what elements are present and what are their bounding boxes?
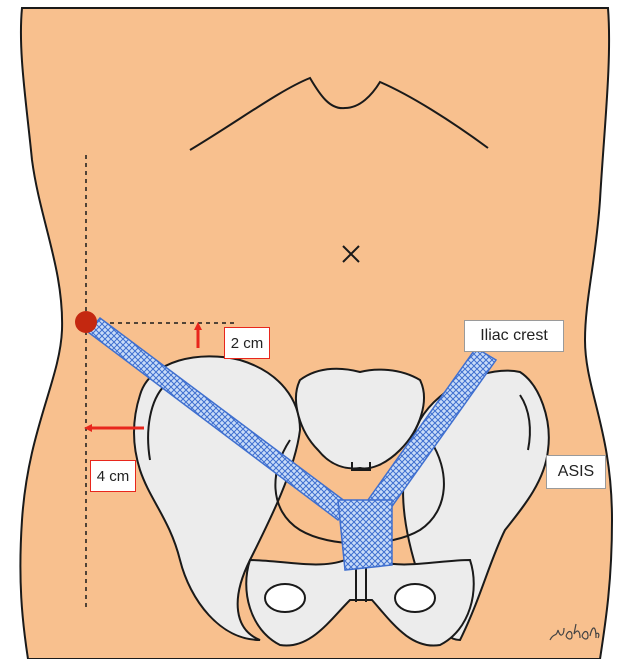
mesh-central-body [338, 500, 392, 570]
artist-signature [546, 610, 602, 650]
port-site-dot [75, 311, 97, 333]
iliac-crest-label: Iliac crest [464, 320, 564, 352]
distance-label-2cm: 2 cm [224, 327, 270, 359]
obturator-foramen-left [395, 584, 435, 612]
distance-label-4cm: 4 cm [90, 460, 136, 492]
obturator-foramen-right [265, 584, 305, 612]
asis-label: ASIS [546, 455, 606, 489]
